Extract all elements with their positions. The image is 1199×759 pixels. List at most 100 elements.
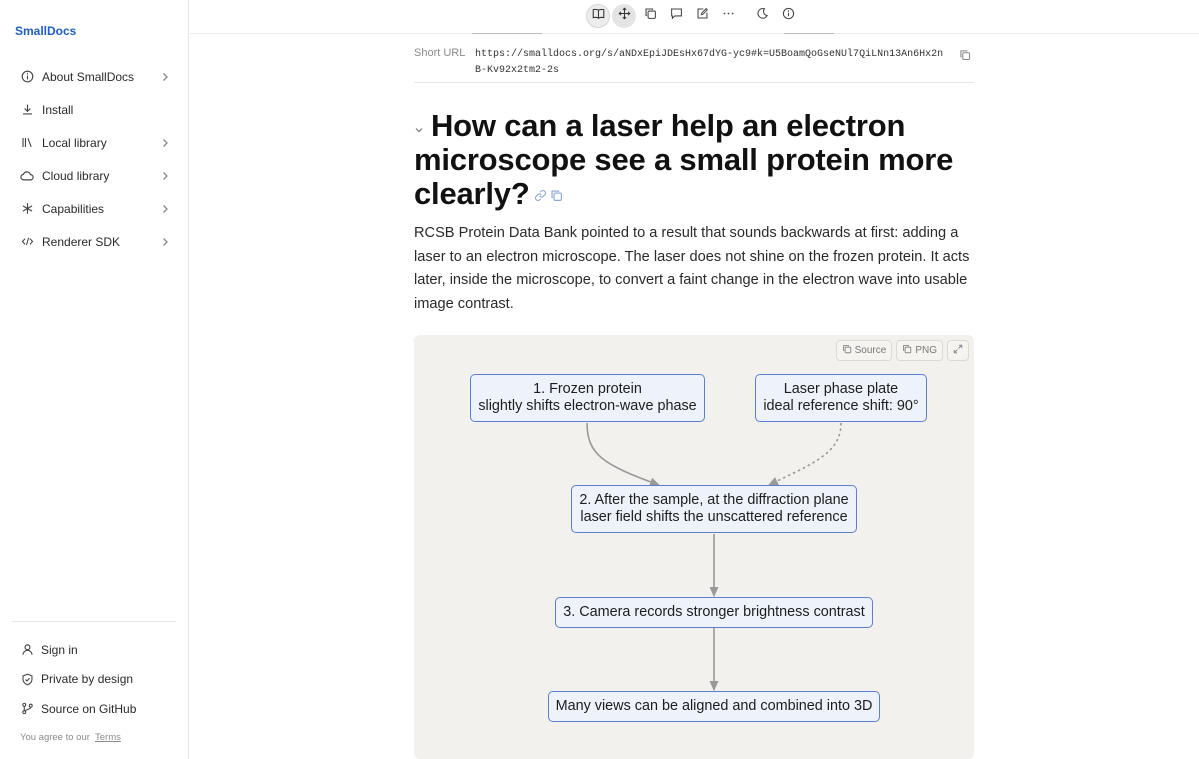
sidebar-nav: About SmallDocs Install Local library Cl… — [12, 60, 178, 258]
node-3d-reconstruction: Many views can be aligned and combined i… — [548, 691, 880, 722]
sidebar-item-label: Renderer SDK — [42, 234, 121, 249]
move-button[interactable] — [612, 4, 636, 28]
code-icon — [20, 235, 34, 249]
sidebar-footer: Sign in Private by design Source on GitH… — [12, 635, 178, 724]
top-toolbar — [190, 0, 1199, 34]
sidebar-item-capabilities[interactable]: Capabilities — [12, 192, 178, 225]
copy-button[interactable] — [638, 4, 662, 28]
comment-icon — [670, 7, 683, 25]
more-button[interactable] — [716, 4, 740, 28]
node-line: laser field shifts the unscattered refer… — [580, 509, 848, 525]
expand-icon — [953, 344, 963, 357]
node-camera-records: 3. Camera records stronger brightness co… — [555, 597, 873, 628]
node-laser-phase-plate: Laser phase plate ideal reference shift:… — [755, 374, 927, 422]
flow-diagram: Source PNG 1. Frozen protein slightly sh… — [414, 335, 974, 759]
toolbar-button-group — [586, 4, 800, 28]
toolbar-separator — [742, 4, 748, 28]
source-on-github-label: Source on GitHub — [41, 701, 137, 716]
chevron-right-icon — [158, 70, 172, 84]
document-main: Short URL https://smalldocs.org/s/aNDxEp… — [414, 33, 974, 316]
sidebar-item-label: Capabilities — [42, 201, 105, 216]
short-url-label: Short URL — [414, 47, 466, 59]
link-icon[interactable] — [534, 189, 548, 203]
node-line: Many views can be aligned and combined i… — [555, 698, 873, 714]
download-icon — [20, 103, 34, 117]
copy-png-button[interactable]: PNG — [896, 340, 943, 361]
copy-heading-icon[interactable] — [550, 189, 564, 203]
page-title-text: How can a laser help an electron microsc… — [414, 108, 954, 211]
scrolled-content-edge — [784, 33, 834, 34]
node-line: ideal reference shift: 90° — [763, 398, 919, 414]
sign-in-link[interactable]: Sign in — [12, 635, 178, 665]
more-icon — [722, 7, 735, 25]
sidebar-item-label: Cloud library — [42, 168, 110, 183]
node-diffraction-plane: 2. After the sample, at the diffraction … — [571, 485, 857, 533]
short-url-value[interactable]: https://smalldocs.org/s/aNDxEpiJDEsHx67d… — [475, 49, 944, 76]
cloud-icon — [20, 169, 34, 183]
sidebar-item-renderer-sdk[interactable]: Renderer SDK — [12, 225, 178, 258]
chevron-right-icon — [158, 202, 172, 216]
node-line: 3. Camera records stronger brightness co… — [563, 604, 865, 620]
node-line: 1. Frozen protein — [533, 381, 642, 397]
heading-actions — [534, 189, 564, 203]
sidebar-item-label: About SmallDocs — [42, 69, 135, 84]
chevron-right-icon — [158, 136, 172, 150]
terms-link[interactable]: Terms — [95, 732, 121, 743]
edit-button[interactable] — [690, 4, 714, 28]
node-line: slightly shifts electron-wave phase — [478, 398, 697, 414]
node-line: 2. After the sample, at the diffraction … — [579, 492, 849, 508]
edit-icon — [696, 7, 709, 25]
sidebar-item-install[interactable]: Install — [12, 93, 178, 126]
node-frozen-protein: 1. Frozen protein slightly shifts electr… — [470, 374, 705, 422]
page-title: How can a laser help an electron microsc… — [414, 109, 974, 211]
user-icon — [20, 643, 34, 657]
chevron-right-icon — [158, 235, 172, 249]
copy-url-icon[interactable] — [959, 48, 973, 62]
copy-icon — [902, 344, 912, 357]
copy-source-label: Source — [854, 345, 887, 356]
info-icon — [782, 7, 795, 25]
library-icon — [20, 136, 34, 150]
moon-icon — [756, 7, 769, 25]
scrolled-content-edge — [472, 33, 542, 34]
git-branch-icon — [20, 702, 34, 716]
sidebar-item-cloud-library[interactable]: Cloud library — [12, 159, 178, 192]
diagram-tools: Source PNG — [835, 340, 969, 361]
dark-mode-button[interactable] — [750, 4, 774, 28]
copy-png-label: PNG — [915, 345, 937, 356]
comment-button[interactable] — [664, 4, 688, 28]
expand-diagram-button[interactable] — [947, 340, 969, 361]
terms-notice: You agree to our Terms — [20, 732, 121, 743]
private-by-design-link[interactable]: Private by design — [12, 665, 178, 695]
copy-icon — [644, 7, 657, 25]
intro-paragraph: RCSB Protein Data Bank pointed to a resu… — [414, 225, 970, 312]
copy-source-button[interactable]: Source — [835, 340, 893, 361]
info-icon — [20, 70, 34, 84]
short-url-row: Short URL https://smalldocs.org/s/aNDxEp… — [414, 33, 974, 83]
copy-icon — [842, 344, 852, 357]
asterisk-icon — [20, 202, 34, 216]
node-line: Laser phase plate — [783, 381, 899, 397]
move-icon — [618, 7, 631, 25]
source-on-github-link[interactable]: Source on GitHub — [12, 694, 178, 724]
private-by-design-label: Private by design — [41, 672, 134, 687]
terms-notice-text: You agree to our — [20, 732, 90, 743]
shield-icon — [20, 672, 34, 686]
chevron-right-icon — [158, 169, 172, 183]
info-button[interactable] — [776, 4, 800, 28]
edge-n1-to-n2 — [586, 422, 661, 487]
sidebar-divider — [12, 621, 176, 622]
collapse-toggle-icon[interactable] — [414, 122, 426, 134]
reader-mode-button[interactable] — [586, 4, 610, 28]
sidebar-item-label: Local library — [42, 135, 107, 150]
sign-in-label: Sign in — [41, 642, 78, 657]
section-heading-wrap: How can a laser help an electron microsc… — [414, 109, 974, 211]
sidebar: SmallDocs About SmallDocs Install Local … — [0, 0, 189, 759]
brand-logo[interactable]: SmallDocs — [15, 24, 77, 38]
sidebar-item-about[interactable]: About SmallDocs — [12, 60, 178, 93]
edge-laser-to-n2 — [767, 422, 842, 486]
book-open-icon — [592, 7, 605, 25]
sidebar-item-local-library[interactable]: Local library — [12, 126, 178, 159]
sidebar-item-label: Install — [42, 102, 74, 117]
diagram-edges — [586, 422, 842, 692]
